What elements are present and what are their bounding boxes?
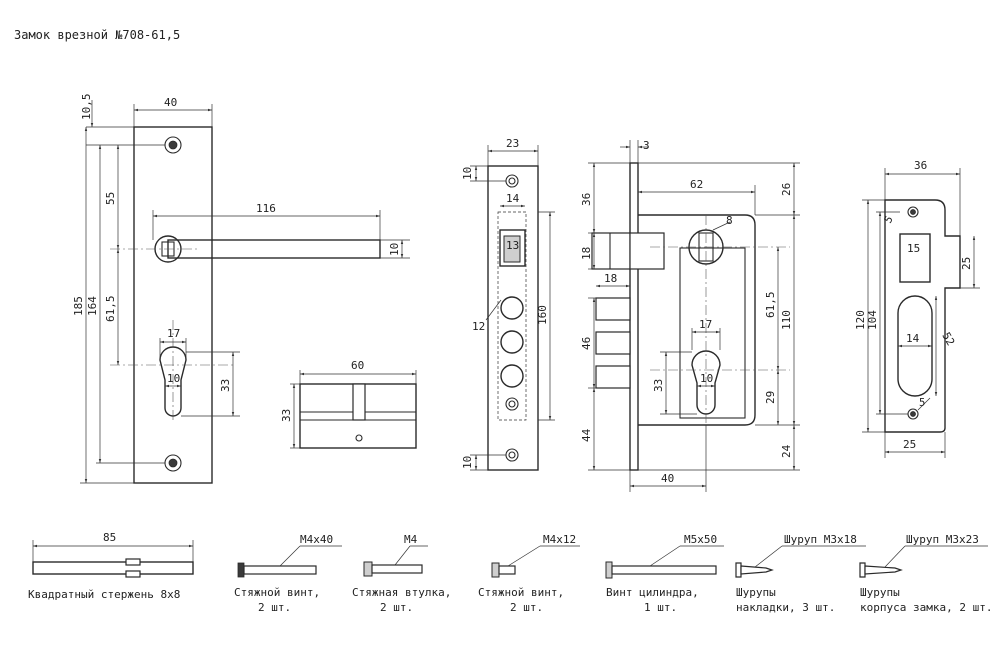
lock-latch — [591, 232, 631, 270]
dim-plate-width: 40 — [164, 96, 177, 109]
dim-bottom-offset: 44 — [580, 428, 593, 442]
dim-strike-slot-width: 15 — [907, 242, 920, 255]
rod-label: Квадратный стержень 8х8 — [28, 588, 180, 601]
lock-faceplate-edge — [629, 162, 639, 471]
dim-strike-bottom-width: 25 — [903, 438, 916, 451]
screw-m4x40-spec: М4х40 — [300, 533, 333, 546]
screw-m4x40-label: Стяжной винт, — [234, 586, 320, 599]
handle-lever — [167, 239, 381, 259]
dim-latch-offset: 36 — [580, 193, 593, 206]
latch-window — [499, 229, 526, 267]
square-rod — [32, 561, 194, 575]
wood-screw-m3x23-spec: Шуруп М3х23 — [906, 533, 979, 546]
drawing-title: Замок врезной №708-61,5 — [14, 28, 180, 42]
dim-185: 185 — [72, 296, 85, 316]
dim-faceplate-160: 160 — [536, 305, 549, 325]
screw-m5x50-spec: М5х50 — [684, 533, 717, 546]
screw-m5x50 — [605, 561, 613, 579]
faceplate-outline — [487, 165, 539, 471]
dim-keyhole-width: 17 — [167, 327, 180, 340]
dim-lock-keyhole-width: 17 — [699, 318, 712, 331]
dim-keyhole-to-bottom: 29 — [764, 391, 777, 404]
dim-bolts-span: 46 — [580, 337, 593, 350]
dim-strike-width: 36 — [914, 159, 927, 172]
deadbolt-1 — [500, 296, 524, 320]
plate-keyhole — [159, 346, 187, 417]
strike-latch-slot — [899, 233, 931, 283]
accessories-row: 85 Квадратный стержень 8х8 М4х40 Стяжной… — [28, 531, 992, 614]
bushing-m4-spec: М4 — [404, 533, 418, 546]
wood-screw-m3x23 — [859, 562, 866, 578]
dim-lock-61-5: 61,5 — [764, 292, 777, 319]
faceplate-view: 23 10 14 13 12 160 10 — [461, 137, 555, 471]
dim-latch-height: 18 — [580, 247, 593, 260]
dim-164: 164 — [86, 296, 99, 316]
bushing-m4-qty: 2 шт. — [380, 601, 413, 614]
dim-case-top: 26 — [780, 183, 793, 196]
dim-screw-offset: 10,5 — [80, 94, 93, 121]
dim-strike-screws: 104 — [866, 310, 879, 330]
wood-screw-m3x23-label: Шурупы — [860, 586, 900, 599]
screw-m4x40-qty: 2 шт. — [258, 601, 291, 614]
dim-lock-keyhole-slot: 10 — [700, 372, 713, 385]
dim-cylinder-height: 33 — [280, 409, 293, 422]
screw-m4x12-spec: М4х12 — [543, 533, 576, 546]
rod-length-dim: 85 — [103, 531, 116, 544]
dim-61-5: 61,5 — [104, 296, 117, 323]
dim-bolt-throw: 18 — [604, 272, 617, 285]
dim-55: 55 — [104, 192, 117, 205]
screw-m5x50-qty: 1 шт. — [644, 601, 677, 614]
dim-strike-tongue: 25 — [960, 257, 973, 270]
wood-screw-m3x18-qty: накладки, 3 шт. — [736, 601, 835, 614]
screw-m4x40 — [237, 562, 245, 578]
dim-faceplate-thickness: 3 — [643, 139, 650, 152]
bushing-m4 — [363, 561, 373, 577]
lock-bolt-1 — [595, 297, 631, 321]
dim-case-bottom: 24 — [780, 444, 793, 458]
deadbolt-3 — [500, 364, 524, 388]
dim-handle-thickness: 10 — [388, 243, 401, 256]
lock-body-view: 3 62 36 26 8 18 18 61,5 110 4 — [580, 139, 800, 492]
handle-plate-view: 40 10,5 55 116 10 185 164 61,5 17 — [72, 94, 410, 484]
lock-keyhole — [691, 350, 721, 415]
dim-strike-screw-bottom: 5 — [919, 397, 925, 409]
screw-m5x50-label: Винт цилиндра, — [606, 586, 699, 599]
dim-strike-height: 120 — [854, 310, 867, 330]
bushing-m4-label: Стяжная втулка, — [352, 586, 451, 599]
dim-case-height: 110 — [780, 310, 793, 330]
cylinder-view: 60 33 — [280, 359, 417, 449]
screw-m4x12-qty: 2 шт. — [510, 601, 543, 614]
dim-backset: 40 — [661, 472, 674, 485]
dim-faceplate-width: 23 — [506, 137, 519, 150]
handle-plate-outline — [133, 126, 213, 484]
deadbolt-2 — [500, 330, 524, 354]
lock-bolt-3 — [595, 365, 631, 389]
dim-follower-square: 8 — [726, 214, 733, 227]
wood-screw-m3x23-qty: корпуса замка, 2 шт. — [860, 601, 992, 614]
strike-plate-view: 36 5 15 25 120 104 14 52 5 25 — [854, 159, 980, 458]
wood-screw-m3x18-spec: Шуруп М3х18 — [784, 533, 857, 546]
lock-case — [638, 214, 756, 426]
dim-faceplate-top: 10 — [461, 167, 474, 180]
dim-handle-length: 116 — [256, 202, 276, 215]
lock-bolt-2 — [595, 331, 631, 355]
screw-m4x12-label: Стяжной винт, — [478, 586, 564, 599]
dim-keyhole-height: 33 — [219, 379, 232, 392]
dim-strike-bolt-width: 14 — [906, 332, 920, 345]
dim-bolt-diameter: 12 — [472, 320, 485, 333]
wood-screw-m3x18-label: Шурупы — [736, 586, 776, 599]
dim-keyhole-slot: 10 — [167, 372, 180, 385]
dim-faceplate-bottom: 10 — [461, 456, 474, 469]
dim-case-depth: 62 — [690, 178, 703, 191]
dim-strike-bolt-height: 52 — [939, 330, 957, 348]
screw-m4x12 — [491, 562, 500, 578]
dim-latch-inner: 13 — [506, 239, 519, 252]
dim-lock-keyhole-height: 33 — [652, 379, 665, 392]
dim-latch-width: 14 — [506, 192, 520, 205]
wood-screw-m3x18 — [735, 562, 742, 578]
dim-cylinder-length: 60 — [351, 359, 364, 372]
dim-strike-screw-top: 5 — [882, 214, 896, 225]
